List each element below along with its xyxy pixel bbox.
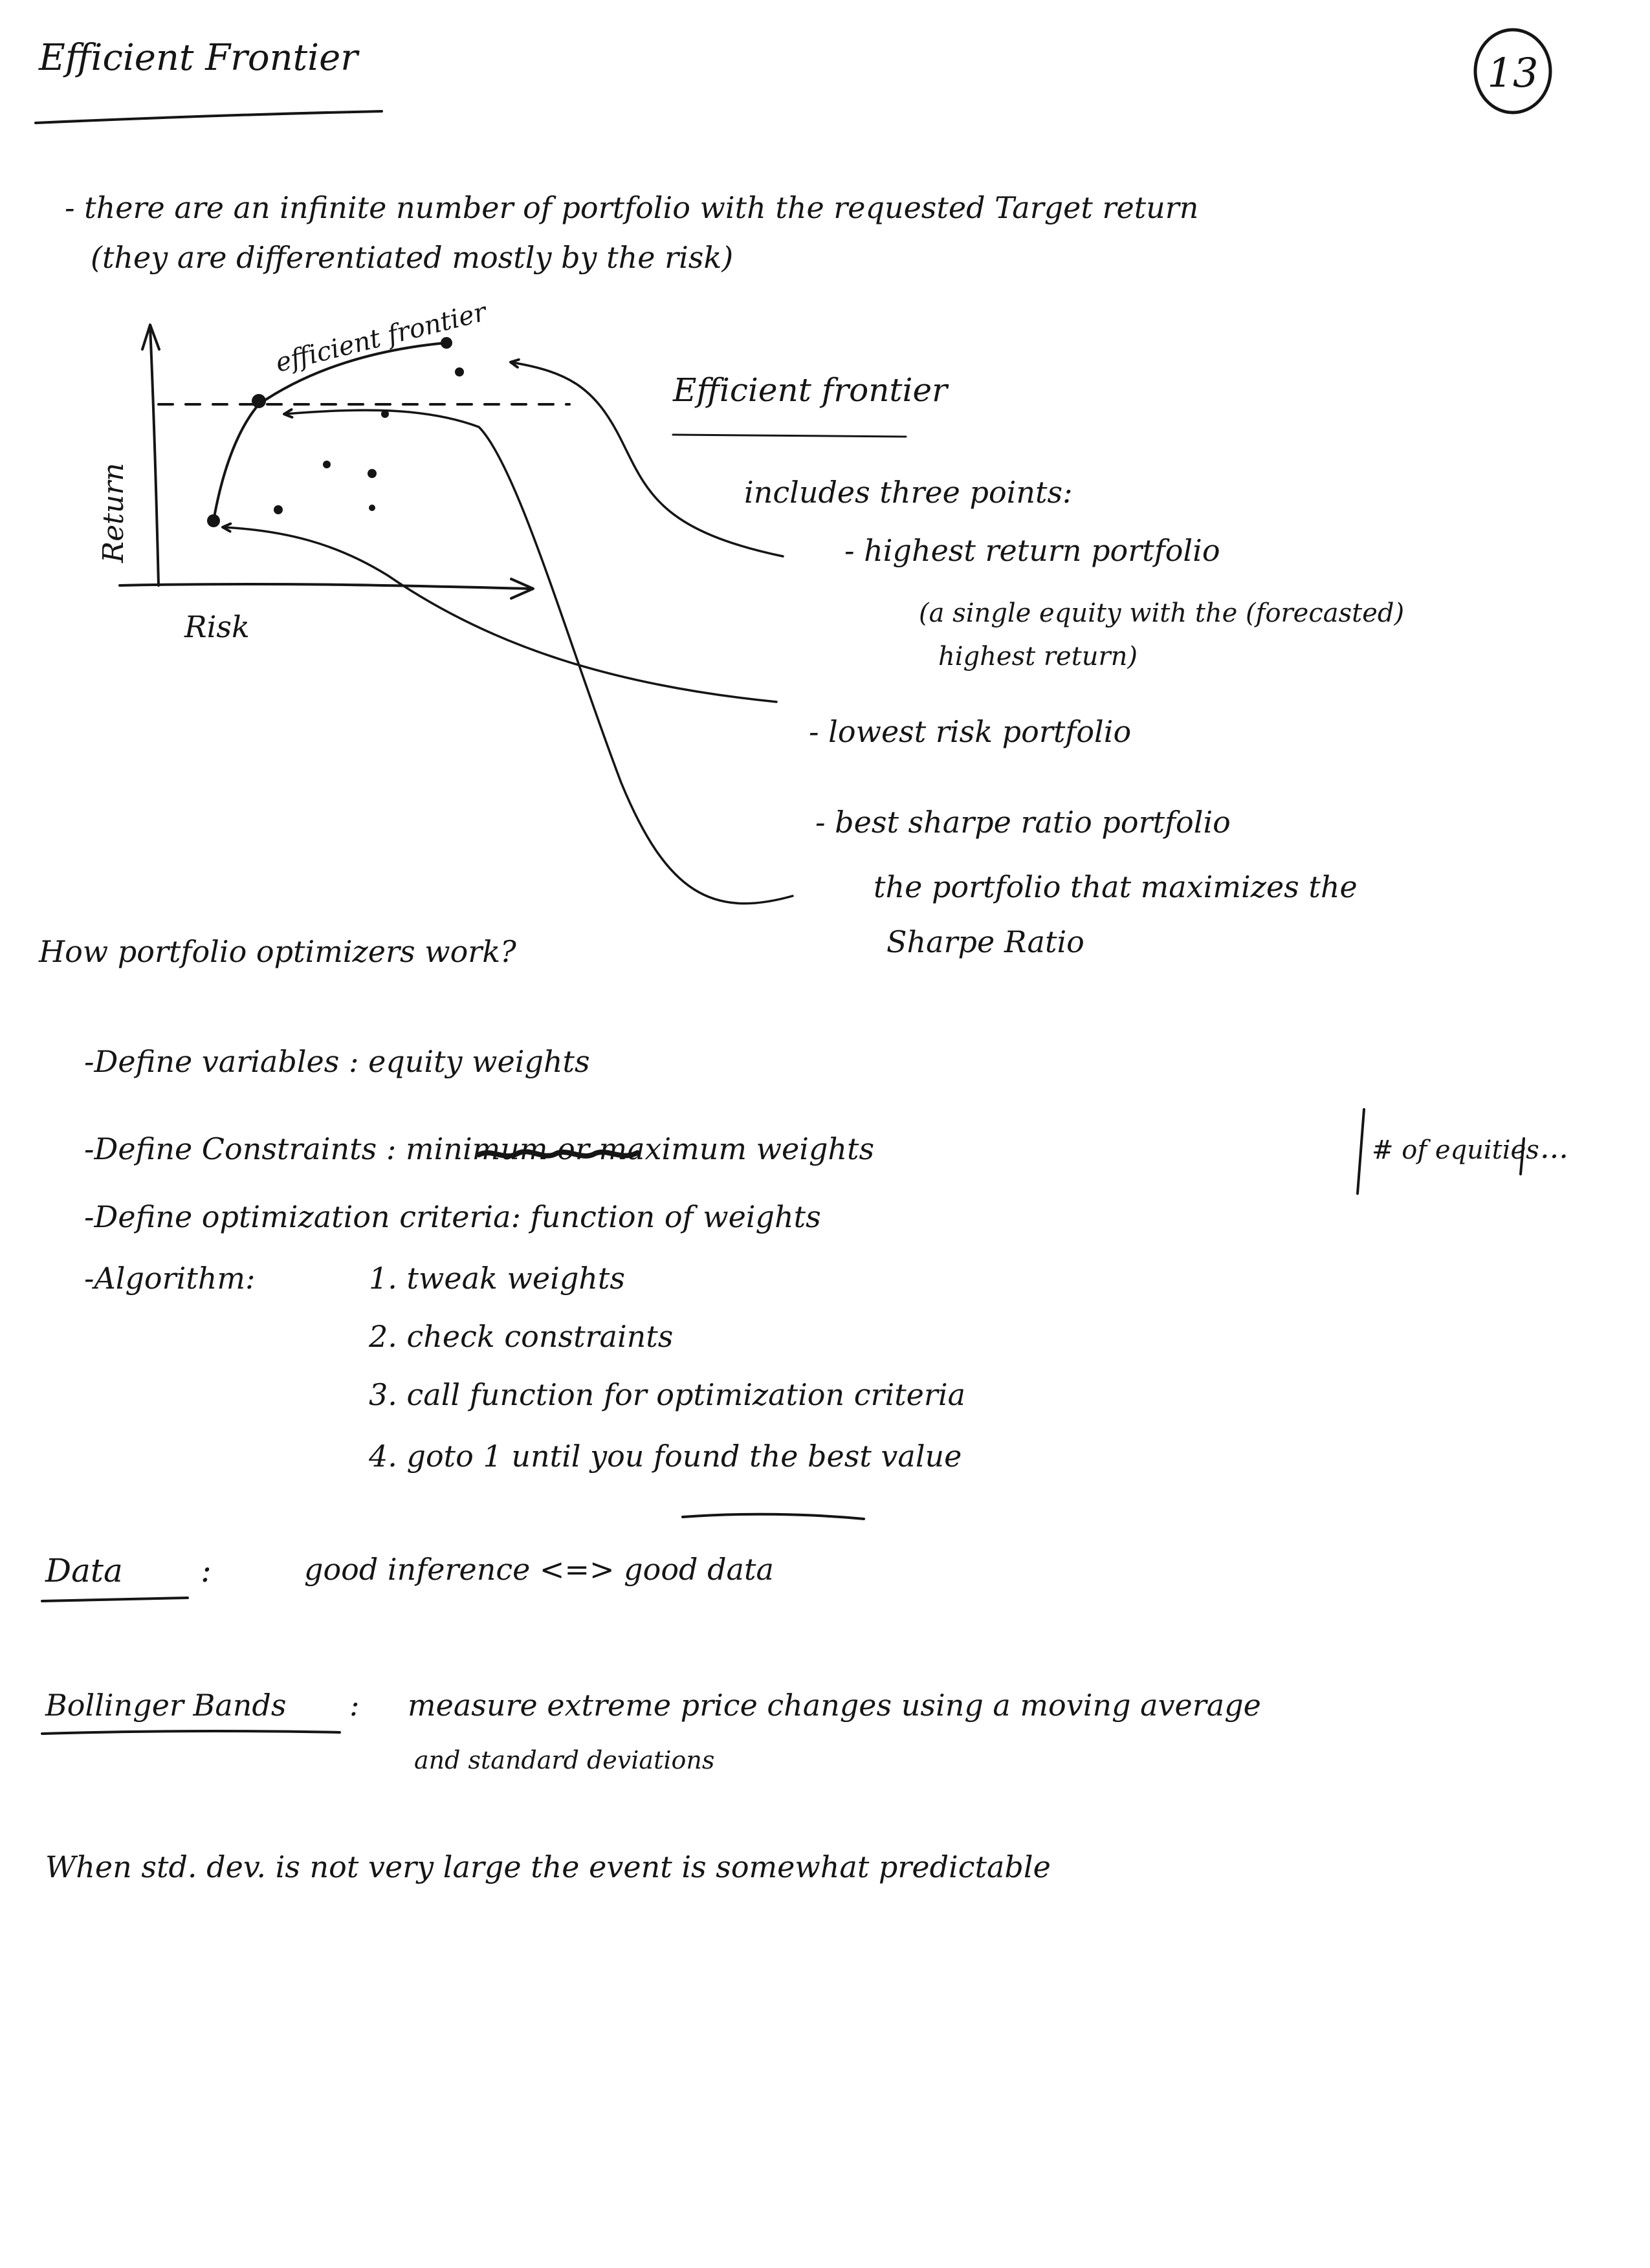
highest-return-point — [441, 337, 452, 349]
optimizers-constraints-ellipsis: ... — [1540, 1130, 1568, 1165]
optimizers-define-criteria: -Define optimization criteria: function … — [84, 1199, 821, 1234]
frontier-curve-label: efficient frontier — [272, 297, 491, 378]
arrow-highest-return — [509, 358, 784, 558]
frontier-point-lowest-risk: - lowest risk portfolio — [809, 714, 1132, 749]
step-4-underline — [681, 1512, 865, 1520]
frontier-point-best-sharpe-detail-a: the portfolio that maximizes the — [874, 869, 1358, 904]
frontier-point-highest-return: - highest return portfolio — [844, 533, 1220, 568]
data-label: Data — [45, 1552, 123, 1589]
portfolio-dot — [369, 505, 375, 511]
closing-line: When std. dev. is not very large the eve… — [45, 1849, 1051, 1884]
portfolio-dot — [323, 461, 331, 468]
title-underline — [34, 110, 383, 124]
portfolio-dot — [381, 410, 389, 418]
frontier-point-best-sharpe: - best sharpe ratio portfolio — [815, 805, 1231, 840]
intro-line-2: (they are differentiated mostly by the r… — [91, 240, 734, 275]
optimizers-step-4: 4. goto 1 until you found the best value — [369, 1439, 962, 1474]
arrow-best-sharpe — [283, 408, 794, 905]
frontier-diagram: Return Risk efficient frontier — [97, 297, 571, 644]
data-text: good inference <=> good data — [304, 1552, 774, 1587]
frontier-point-best-sharpe-detail-b: Sharpe Ratio — [886, 924, 1084, 959]
bollinger-label: Bollinger Bands — [45, 1688, 287, 1723]
sharpe-ratio-point — [252, 394, 266, 408]
efficient-frontier-curve — [212, 342, 448, 522]
x-axis — [118, 582, 532, 590]
page-title: Efficient Frontier — [39, 37, 358, 79]
bollinger-line-1: measure extreme price changes using a mo… — [408, 1688, 1261, 1723]
frontier-point-highest-return-detail-b: highest return) — [938, 642, 1138, 671]
optimizers-define-constraints: -Define Constraints : minimum or maximum… — [84, 1131, 875, 1166]
x-axis-arrow-icon — [510, 578, 534, 600]
data-colon: : — [201, 1552, 212, 1589]
page-number-circle: 13 — [1473, 28, 1552, 114]
optimizers-step-2: 2. check constraints — [369, 1319, 674, 1354]
vertical-divider — [1519, 1137, 1525, 1175]
optimizers-heading: How portfolio optimizers work? — [39, 934, 516, 969]
vertical-divider — [1356, 1108, 1365, 1195]
y-axis — [149, 325, 160, 587]
optimizers-step-1: 1. tweak weights — [369, 1261, 625, 1296]
y-axis-arrow-icon — [141, 323, 160, 351]
portfolio-dot — [274, 505, 283, 514]
optimizers-algorithm-label: -Algorithm: — [84, 1261, 256, 1296]
intro-line-1: - there are an infinite number of portfo… — [65, 190, 1199, 225]
lowest-risk-point — [207, 514, 220, 527]
x-axis-label: Risk — [184, 609, 250, 644]
crossed-out-scribble — [476, 1149, 640, 1159]
page-number: 13 — [1488, 49, 1539, 96]
bollinger-line-2: and standard deviations — [414, 1746, 715, 1774]
optimizers-step-3: 3. call function for optimization criter… — [369, 1377, 966, 1412]
frontier-includes: includes three points: — [744, 475, 1073, 510]
frontier-heading: Efficient frontier — [673, 371, 947, 409]
portfolio-dot — [455, 367, 464, 376]
optimizers-constraints-extra: # of equities — [1372, 1135, 1539, 1165]
y-axis-label: Return — [97, 463, 130, 563]
frontier-heading-underline — [672, 433, 907, 438]
arrow-lowest-risk — [221, 522, 778, 703]
data-underline — [41, 1597, 189, 1602]
optimizers-define-variables: -Define variables : equity weights — [84, 1044, 590, 1079]
bollinger-colon: : — [349, 1688, 360, 1723]
bollinger-underline — [41, 1729, 341, 1735]
frontier-point-highest-return-detail-a: (a single equity with the (forecasted) — [919, 598, 1405, 628]
portfolio-dot — [368, 469, 377, 478]
